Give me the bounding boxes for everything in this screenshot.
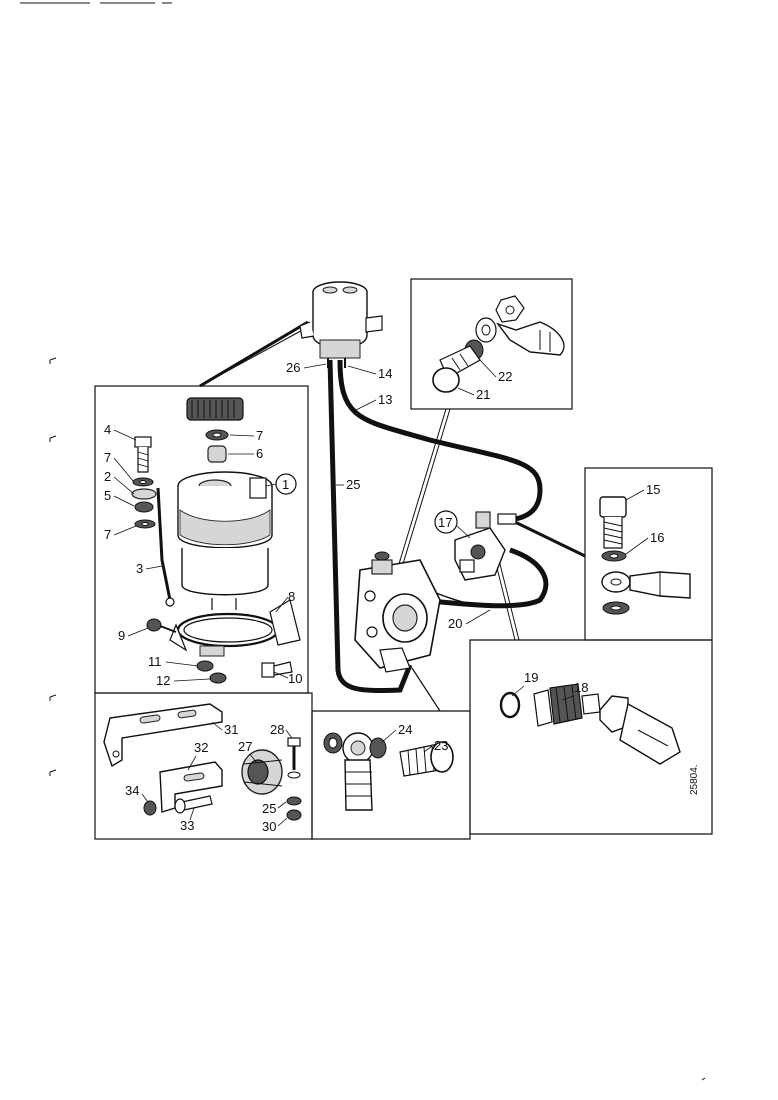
callout-25-bracket: 25	[262, 801, 276, 816]
hydraulic-pipes	[327, 359, 549, 694]
banjo-bolt-23	[399, 741, 454, 777]
banjo-fitting	[323, 732, 387, 811]
callout-20: 20	[448, 616, 462, 631]
callout-17: 17	[438, 515, 452, 530]
callout-25: 25	[346, 477, 360, 492]
callout-34: 34	[125, 783, 139, 798]
screw-28-washers	[286, 737, 302, 821]
leader-lines	[199, 320, 586, 712]
callout-15: 15	[646, 482, 660, 497]
callout-7-top: 7	[256, 428, 263, 443]
callout-22: 22	[498, 369, 512, 384]
inset-union-fitting	[499, 683, 681, 765]
callout-33: 33	[180, 818, 194, 833]
bracket-32	[159, 761, 223, 813]
callout-2: 2	[104, 469, 111, 484]
callout-11: 11	[148, 654, 162, 669]
banjo-frame	[311, 710, 471, 840]
reservoir-body	[177, 471, 273, 610]
margin-marks	[49, 357, 706, 1081]
bracket-31	[103, 703, 223, 768]
callout-4: 4	[104, 422, 111, 437]
callout-13: 13	[378, 392, 392, 407]
control-valve	[454, 511, 517, 581]
callout-23: 23	[434, 738, 448, 753]
callout-19: 19	[524, 670, 538, 685]
inset-banjo-bolt	[432, 295, 565, 393]
mounting-clamp	[146, 599, 301, 657]
callout-30: 30	[262, 819, 276, 834]
callout-17-circle	[434, 510, 458, 534]
callout-32: 32	[194, 740, 208, 755]
callout-28: 28	[270, 722, 284, 737]
top-right-inset-frame	[410, 278, 573, 410]
callout-16: 16	[650, 530, 664, 545]
callout-7-upper: 7	[104, 450, 111, 465]
pressure-switch-27	[241, 749, 283, 795]
callout-18: 18	[574, 680, 588, 695]
inset-banjo-bolt-right	[599, 496, 691, 615]
callout-9: 9	[118, 628, 125, 643]
reservoir-cap	[186, 397, 244, 421]
bottom-right-inset-frame	[469, 639, 713, 835]
callout-14: 14	[378, 366, 392, 381]
bolt-33-nut-34	[143, 795, 213, 816]
power-steering-pump	[354, 551, 441, 673]
callout-1: 1	[282, 477, 289, 492]
callout-labels: 4 7 2 5 7 3 9 11 12 10 8 7 6 1 31 32 27	[104, 357, 700, 834]
callout-24: 24	[398, 722, 412, 737]
remote-fluid-reservoir	[299, 281, 383, 368]
callout-21: 21	[476, 387, 490, 402]
callout-26: 26	[286, 360, 300, 375]
drawing-code: 25804.	[689, 764, 700, 795]
callout-12: 12	[156, 673, 170, 688]
callout-3: 3	[136, 561, 143, 576]
callout-27: 27	[238, 739, 252, 754]
bolt-and-washers-left	[131, 436, 175, 607]
filter-parts	[205, 429, 229, 463]
callout-10: 10	[288, 671, 302, 686]
callout-5: 5	[104, 488, 111, 503]
callout-7-lower: 7	[104, 527, 111, 542]
bolt-and-nut-bottom	[196, 660, 293, 684]
callout-31: 31	[224, 722, 238, 737]
callout-8: 8	[288, 589, 295, 604]
callout-6: 6	[256, 446, 263, 461]
